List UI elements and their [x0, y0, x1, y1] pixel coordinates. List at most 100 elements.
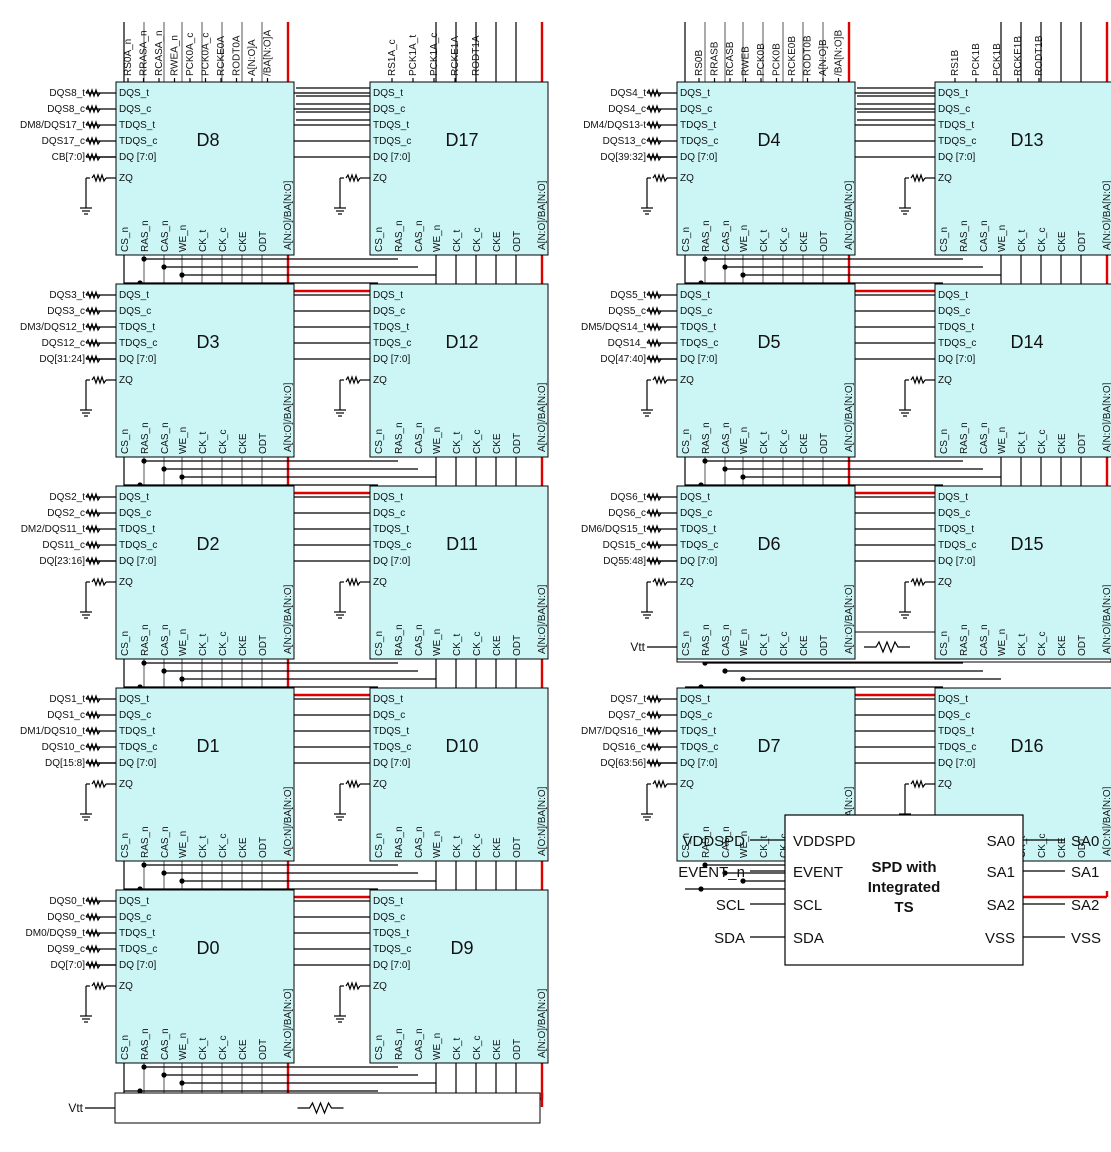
chip-body	[934, 81, 1111, 256]
resistor-icon	[85, 726, 101, 736]
spd-right-signal: SA2	[1071, 897, 1099, 914]
pin-label: CS_n	[120, 227, 131, 252]
pin-label: RCKE0A	[216, 36, 227, 76]
spd-left-signal: VDDSPD	[682, 833, 745, 850]
pin-label: CS_n	[120, 1035, 131, 1060]
pin-label: CAS_n	[979, 422, 990, 454]
pin-label: CK_t	[1017, 634, 1028, 656]
pin-label: RODT1A	[471, 35, 482, 76]
pin-label: CK_t	[759, 432, 770, 454]
pin-label: CK_c	[218, 632, 229, 656]
pin-label: ZQ	[119, 779, 133, 790]
pin-label: CK_t	[198, 230, 209, 252]
pin-label: PCK0A_c	[201, 33, 212, 76]
pin-label: ODT	[258, 635, 269, 656]
pin-label: RODT0A	[232, 35, 243, 76]
pin-label: DQS_c	[119, 306, 151, 317]
pin-label: RAS_n	[394, 422, 405, 454]
pin-label: ODT	[258, 837, 269, 858]
ground-icon	[641, 604, 653, 619]
pin-label: WE_n	[178, 225, 189, 252]
pin-label: CKE	[238, 635, 249, 656]
junction-dot	[740, 474, 746, 480]
pin-label: CK_c	[472, 632, 483, 656]
resistor-icon	[646, 556, 662, 566]
pin-label: TDQS_c	[680, 742, 718, 753]
pin-label: TDQS_t	[119, 524, 155, 535]
resistor-icon	[85, 524, 101, 534]
pin-label: DQS17_c	[42, 136, 85, 147]
pin-label: CKE	[799, 433, 810, 454]
pin-label: RAS_n	[394, 1028, 405, 1060]
junction-dot	[161, 1072, 167, 1078]
pin-label: DQS3_c	[47, 306, 85, 317]
pin-label: ZQ	[119, 375, 133, 386]
chip-name: D9	[450, 938, 473, 958]
resistor-icon	[646, 742, 662, 752]
pin-label: PCK1B	[971, 43, 982, 76]
pin-label: DQS1_t	[49, 694, 85, 705]
pin-label: RS1B	[950, 50, 961, 76]
pin-label: CK_c	[218, 430, 229, 454]
pin-label: TDQS_t	[680, 726, 716, 737]
pin-label: DQS_t	[119, 896, 149, 907]
chip-body	[369, 485, 549, 660]
junction-dot	[161, 264, 167, 270]
pin-label: DQ [7:0]	[938, 152, 975, 163]
resistor-icon	[85, 88, 101, 98]
pin-label: TDQS_t	[680, 120, 716, 131]
pin-label: CAS_n	[721, 624, 732, 656]
pin-label: DQS13_c	[603, 136, 646, 147]
pin-label: A[O:N]/BA[N:O]	[1102, 786, 1111, 856]
spd-title: SPD with	[871, 859, 936, 876]
pin-label: CS_n	[120, 833, 131, 858]
spd-title: TS	[894, 899, 913, 916]
pin-label: CKE	[799, 231, 810, 252]
pin-label: DQS_t	[680, 492, 710, 503]
pin-label: DQS4_c	[608, 104, 646, 115]
pin-label: CK_t	[1017, 230, 1028, 252]
pin-label: CS_n	[939, 429, 950, 454]
pin-label: ODT	[512, 1039, 523, 1060]
junction-dot	[179, 676, 185, 682]
pin-label: TDQS_t	[119, 726, 155, 737]
spd-body	[784, 814, 1024, 966]
pin-label: RAS_n	[701, 220, 712, 252]
pin-label: CK_t	[759, 836, 770, 858]
pin-label: CAS_n	[414, 220, 425, 252]
pin-label: DQ[31:24]	[39, 354, 85, 365]
pin-label: DQS_c	[680, 710, 712, 721]
ground-icon	[899, 200, 911, 215]
pin-label: CAS_n	[979, 624, 990, 656]
pin-label: ZQ	[680, 779, 694, 790]
chip-name: D15	[1010, 534, 1043, 554]
pin-label: CK_t	[759, 634, 770, 656]
pin-label: ZQ	[680, 173, 694, 184]
resistor-icon	[345, 577, 361, 587]
pin-label: CB[7:0]	[52, 152, 86, 163]
pin-label: WE_n	[997, 629, 1008, 656]
pin-label: WE_n	[432, 1033, 443, 1060]
pin-label: DM3/DQS12_t	[20, 322, 85, 333]
junction-dot	[722, 466, 728, 472]
chip-body	[369, 889, 549, 1064]
pin-label: TDQS_c	[680, 136, 718, 147]
pin-label: WE_n	[432, 427, 443, 454]
pin-label: DQS_c	[119, 710, 151, 721]
pin-label: DQS_c	[373, 104, 405, 115]
resistor-icon	[910, 375, 926, 385]
pin-label: TDQS_c	[119, 338, 157, 349]
junction-dot	[722, 870, 728, 876]
resistor-icon	[91, 779, 107, 789]
pin-label: DQS_t	[119, 694, 149, 705]
chip-body	[369, 283, 549, 458]
junction-dot	[179, 1080, 185, 1086]
pin-label: CK_t	[452, 634, 463, 656]
pin-label: TDQS_c	[938, 136, 976, 147]
pin-label: DQS15_c	[603, 540, 646, 551]
pin-label: RCKE1A	[450, 36, 461, 76]
